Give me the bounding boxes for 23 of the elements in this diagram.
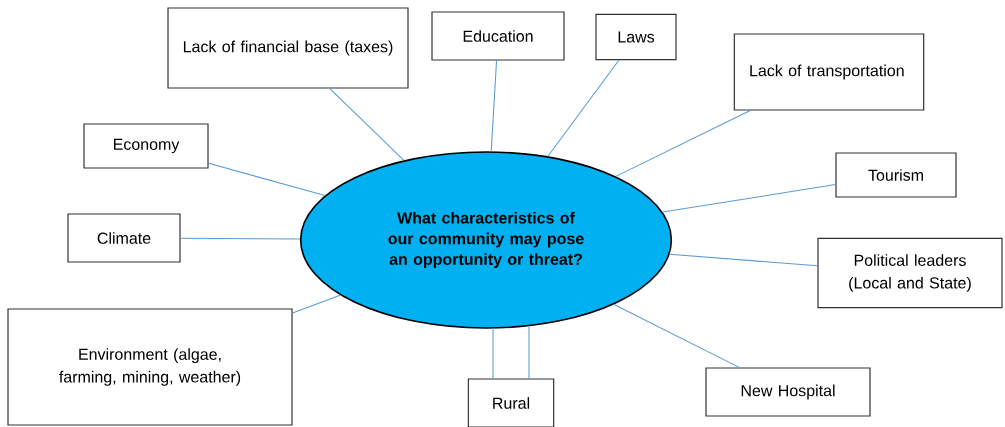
topic-box: Lack of financial base (taxes) (167, 7, 409, 89)
connector-line (547, 59, 620, 157)
connector-line (292, 294, 341, 314)
topic-box: New Hospital (705, 367, 871, 417)
topic-box: Tourism (835, 152, 957, 198)
connector-line (615, 110, 751, 177)
connector-line (208, 162, 326, 196)
connector-line (180, 237, 301, 240)
topic-box: Education (431, 11, 565, 61)
connector-line (329, 88, 405, 161)
topic-box: Economy (83, 123, 209, 169)
connector-line (492, 327, 494, 380)
topic-box: Laws (595, 13, 677, 61)
topic-box: Rural (467, 378, 555, 427)
topic-box: Environment (algae, farming, mining, weather) (7, 308, 293, 426)
topic-box: Climate (67, 213, 181, 263)
connector-line (662, 184, 836, 213)
connector-line (613, 303, 740, 368)
connector-line (528, 325, 530, 380)
connector-line (490, 60, 498, 152)
topic-box: Lack of transportation (733, 33, 925, 111)
topic-box: Political leaders (Local and State) (817, 237, 1003, 309)
connector-line (669, 253, 818, 267)
